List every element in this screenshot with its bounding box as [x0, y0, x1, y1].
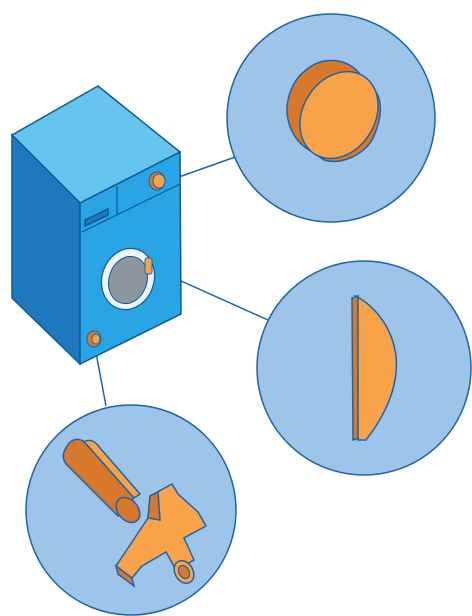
- detergent-drawer-icon: [84, 207, 109, 228]
- door-latch-icon: [351, 294, 398, 442]
- machine-drain-cap: [86, 330, 102, 348]
- washing-machine: [10, 85, 182, 366]
- machine-door: [100, 247, 156, 311]
- callout-knob: [226, 13, 436, 223]
- machine-panel-line: [81, 183, 181, 233]
- knob-icon: [286, 59, 382, 162]
- door-latch: [144, 257, 153, 275]
- callout-door-latch: [256, 260, 472, 476]
- callout-drain-valve: [25, 404, 237, 616]
- machine-knob: [148, 171, 166, 191]
- drain-valve-icon: [62, 438, 208, 588]
